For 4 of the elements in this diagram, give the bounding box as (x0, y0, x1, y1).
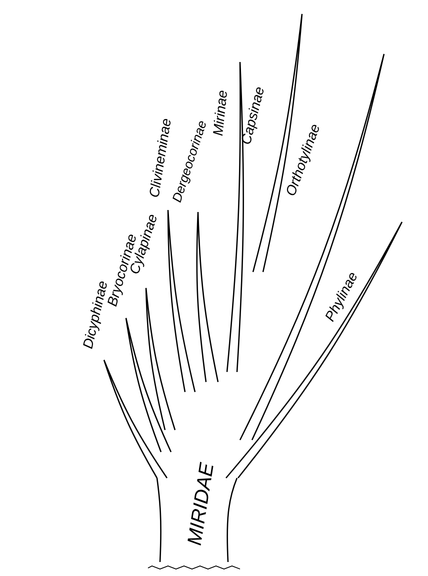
trunk-label: MIRIDAE (188, 462, 214, 546)
branch-label: Clivineminae (150, 118, 170, 197)
branch-label: Mirinae (213, 90, 227, 136)
branch-label: Capsinae (242, 87, 264, 144)
